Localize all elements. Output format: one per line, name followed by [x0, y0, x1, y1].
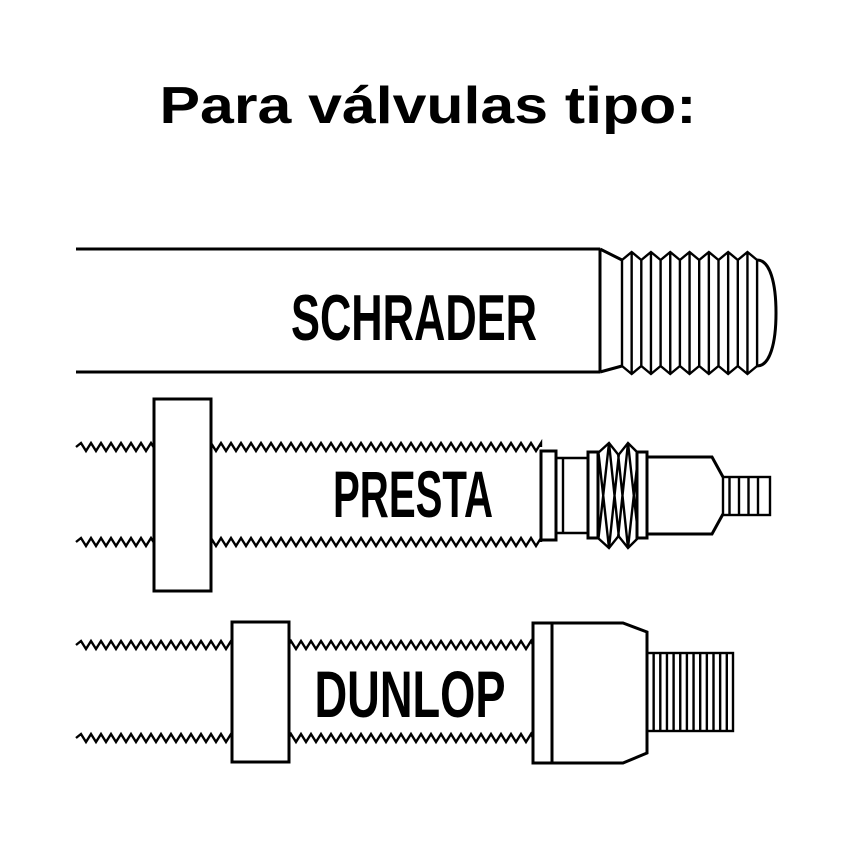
presta-ring-left — [586, 450, 600, 540]
presta-threaded-tip — [721, 475, 772, 517]
dunlop-valve-drawing: DUNLOP — [75, 620, 735, 765]
dunlop-tube-zigzag-bottom — [75, 731, 535, 745]
presta-base-flange — [539, 449, 558, 542]
schrader-valve-drawing: SCHRADER — [76, 247, 778, 376]
schrader-valve-label: SCHRADER — [291, 281, 537, 354]
presta-stem-step — [556, 456, 588, 535]
schrader-thread — [620, 250, 759, 376]
presta-rim-nut — [152, 397, 213, 593]
presta-valve-drawing: PRESTA — [75, 397, 772, 593]
dunlop-valve-body — [531, 621, 649, 765]
dunlop-tube-zigzag-top — [75, 638, 535, 652]
presta-knurled-bellows — [597, 441, 640, 550]
presta-valve-label: PRESTA — [333, 457, 493, 531]
presta-valve-body — [647, 455, 725, 536]
presta-tip-threads — [728, 477, 760, 515]
presta-tube-zigzag-bottom — [75, 533, 543, 549]
dunlop-threaded-tip — [645, 651, 735, 733]
schrader-valve-body — [76, 247, 623, 374]
schrader-valve-cap — [756, 258, 778, 368]
presta-tube-zigzag-top — [75, 438, 543, 454]
presta-ring-right — [635, 450, 649, 540]
dunlop-tip-threads — [652, 653, 728, 731]
dunlop-valve-label: DUNLOP — [315, 657, 506, 731]
illustration-title: Para válvulas tipo: — [160, 77, 697, 135]
dunlop-rim-nut — [230, 620, 291, 764]
